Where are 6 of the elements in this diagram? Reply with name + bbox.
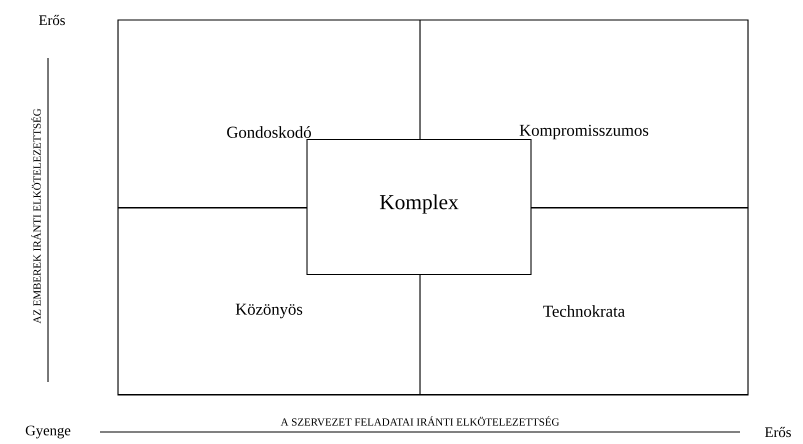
label-text: Erős [38, 14, 65, 26]
axis-title: A SZERVEZET FELADATAI IRÁNTI ELKÖTELEZETTSÉG [280, 416, 560, 426]
label-text: Erős [764, 426, 791, 438]
center-box: Komplex [306, 138, 532, 276]
label-text: Gyenge [26, 426, 70, 438]
axis-title: AZ EMBEREK IRÁNTI ELKÖTELEZETTSÉG [31, 108, 41, 324]
